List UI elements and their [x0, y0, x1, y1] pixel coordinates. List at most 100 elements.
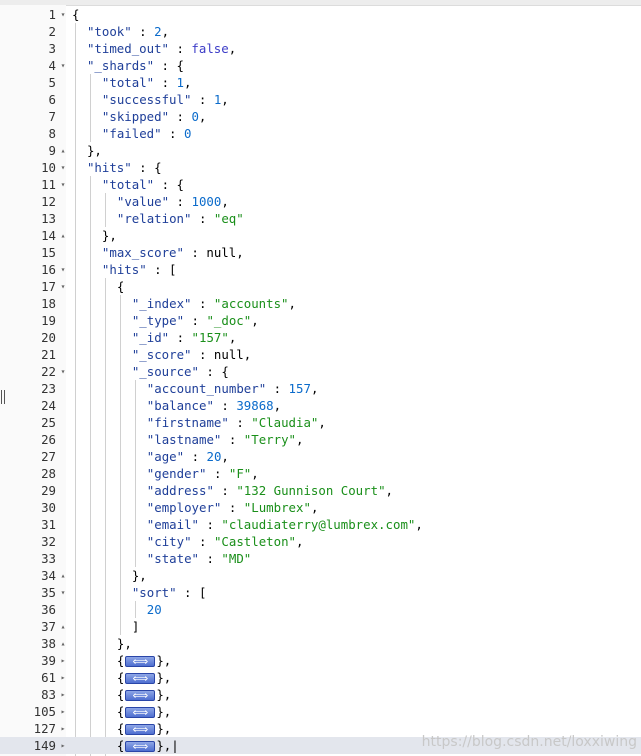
caret-right-icon[interactable]: ▸ [60, 656, 66, 665]
line-number: 6 [48, 92, 56, 107]
fold-widget-icon[interactable] [125, 738, 156, 755]
caret-down-icon[interactable]: ▾ [60, 163, 66, 172]
json-punctuation: }, [156, 653, 172, 668]
code-line[interactable]: 17▾{ [0, 278, 641, 295]
json-punctuation: : [ [146, 262, 177, 277]
caret-down-icon[interactable]: ▾ [60, 265, 66, 274]
code-editor[interactable]: 1 ▾ {2"took" : 2,3"timed_out" : false,4▾"_… [0, 6, 641, 755]
code-line[interactable]: 20"_id" : "157", [0, 329, 641, 346]
caret-up-icon[interactable]: ▴ [60, 231, 66, 240]
code-text: "value" : 1000, [117, 193, 229, 210]
caret-down-icon[interactable]: ▾ [60, 10, 66, 19]
code-line[interactable]: 31"email" : "claudiaterry@lumbrex.com", [0, 516, 641, 533]
code-line[interactable]: 9▴}, [0, 142, 641, 159]
json-punctuation: : [191, 347, 214, 362]
code-line[interactable]: 2"took" : 2, [0, 23, 641, 40]
code-line[interactable]: 61▸{}, [0, 669, 641, 687]
editor-top-bar [0, 0, 641, 6]
fold-widget-icon[interactable] [125, 687, 156, 704]
code-text: "_id" : "157", [132, 329, 236, 346]
fold-widget-icon[interactable] [125, 721, 156, 738]
fold-widget-icon[interactable] [125, 653, 156, 670]
code-line[interactable]: 28"gender" : "F", [0, 465, 641, 482]
json-number: 20 [206, 449, 222, 464]
code-line[interactable]: 22▾"_source" : { [0, 363, 641, 380]
caret-right-icon[interactable]: ▸ [60, 741, 66, 750]
code-line[interactable]: 105▸{}, [0, 703, 641, 721]
line-number: 10 [41, 160, 56, 175]
code-line[interactable]: 3"timed_out" : false, [0, 40, 641, 57]
code-line[interactable]: 8"failed" : 0 [0, 125, 641, 142]
json-number: 0 [191, 109, 199, 124]
code-line[interactable]: 26"lastname" : "Terry", [0, 431, 641, 448]
code-line[interactable]: 33"state" : "MD" [0, 550, 641, 567]
json-punctuation: ] [131, 619, 140, 634]
code-line[interactable]: 14▴}, [0, 227, 641, 244]
caret-up-icon[interactable]: ▴ [60, 146, 66, 155]
caret-right-icon[interactable]: ▸ [60, 690, 66, 699]
code-text: "took" : 2, [87, 23, 169, 40]
json-string: "157" [191, 330, 229, 345]
caret-right-icon[interactable]: ▸ [60, 707, 66, 716]
code-text: "hits" : [ [102, 261, 177, 278]
code-line[interactable]: 4▾"_shards" : { [0, 57, 641, 74]
code-line[interactable]: 35▾"sort" : [ [0, 584, 641, 601]
line-number: 27 [41, 449, 56, 464]
caret-up-icon[interactable]: ▴ [60, 622, 66, 631]
fold-widget-icon[interactable] [125, 670, 156, 687]
code-line[interactable]: 21"_score" : null, [0, 346, 641, 363]
json-punctuation: , [296, 432, 304, 447]
code-text: }, [132, 567, 147, 584]
line-number: 1 [48, 7, 56, 22]
code-line[interactable]: 23"account_number" : 157, [0, 380, 641, 397]
fold-widget-icon[interactable] [125, 704, 156, 721]
caret-down-icon[interactable]: ▾ [60, 282, 66, 291]
code-line[interactable]: 7"skipped" : 0, [0, 108, 641, 125]
code-line[interactable]: 39▸{}, [0, 652, 641, 670]
json-punctuation: , [221, 194, 229, 209]
code-line[interactable]: 83▸{}, [0, 686, 641, 704]
caret-down-icon[interactable]: ▾ [60, 367, 66, 376]
caret-down-icon[interactable]: ▾ [60, 180, 66, 189]
json-punctuation: , [251, 313, 259, 328]
json-punctuation: : { [198, 364, 229, 379]
line-number: 25 [41, 415, 56, 430]
code-line[interactable]: 29"address" : "132 Gunnison Court", [0, 482, 641, 499]
code-line[interactable]: 38▴}, [0, 635, 641, 652]
caret-down-icon[interactable]: ▾ [60, 61, 66, 70]
json-punctuation: : [213, 483, 237, 498]
json-punctuation: }, [156, 687, 172, 702]
json-punctuation: }, [86, 143, 102, 158]
line-number: 39 [41, 653, 56, 668]
code-line[interactable]: 12"value" : 1000, [0, 193, 641, 210]
code-line[interactable]: 10▾"hits" : { [0, 159, 641, 176]
caret-down-icon[interactable]: ▾ [60, 588, 66, 597]
code-line[interactable]: 24"balance" : 39868, [0, 397, 641, 414]
code-line[interactable]: 15"max_score" : null, [0, 244, 641, 261]
code-line[interactable]: 37▴] [0, 618, 641, 635]
caret-right-icon[interactable]: ▸ [60, 673, 66, 682]
code-line[interactable]: 149▸{},| [0, 737, 641, 755]
code-line[interactable]: 5"total" : 1, [0, 74, 641, 91]
code-line[interactable]: 25"firstname" : "Claudia", [0, 414, 641, 431]
code-line[interactable]: 11▾"total" : { [0, 176, 641, 193]
caret-up-icon[interactable]: ▴ [60, 639, 66, 648]
code-line[interactable]: 19"_type" : "_doc", [0, 312, 641, 329]
code-text: "state" : "MD" [147, 550, 251, 567]
code-line[interactable]: 18"_index" : "accounts", [0, 295, 641, 312]
code-line[interactable]: 127▸{}, [0, 720, 641, 738]
caret-up-icon[interactable]: ▴ [60, 571, 66, 580]
code-line[interactable]: 1 ▾ { [0, 6, 641, 23]
code-line[interactable]: 30"employer" : "Lumbrex", [0, 499, 641, 516]
code-line[interactable]: 13"relation" : "eq" [0, 210, 641, 227]
code-line[interactable]: 34▴}, [0, 567, 641, 584]
json-key: "relation" [116, 211, 192, 226]
json-punctuation: { [72, 7, 80, 22]
code-line[interactable]: 16▾"hits" : [ [0, 261, 641, 278]
code-line[interactable]: 27"age" : 20, [0, 448, 641, 465]
caret-right-icon[interactable]: ▸ [60, 724, 66, 733]
code-line[interactable]: 6"successful" : 1, [0, 91, 641, 108]
resize-handle-icon[interactable] [1, 390, 6, 404]
code-line[interactable]: 32"city" : "Castleton", [0, 533, 641, 550]
